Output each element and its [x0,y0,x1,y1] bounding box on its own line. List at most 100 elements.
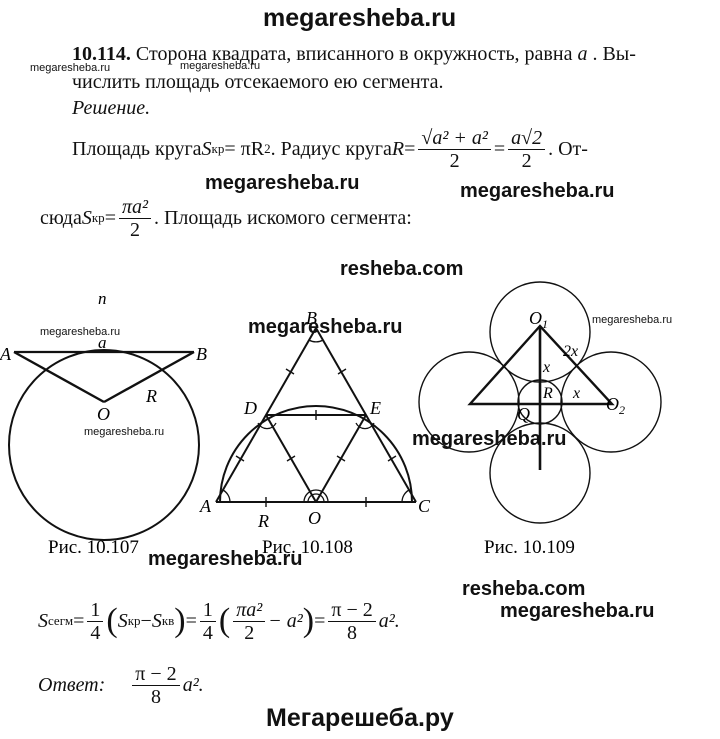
figure-10-108: B D E A R O C [199,308,431,531]
line3-eq2: = [493,138,506,160]
fig108-semicircle [219,405,413,503]
formula-S2: S [151,610,162,632]
fig109-circle-right [560,351,662,453]
line4-sub: кр [91,210,105,225]
line3-sup: 2 [264,141,271,156]
answer-fraction: π − 2 8 [132,663,180,708]
answer-label: Ответ: [38,674,106,696]
formula-eq1: = [73,610,85,632]
line3-end: . От- [548,138,588,160]
formula-fraction-1: 1 4 [87,599,104,644]
fig107-caption: Рис. 10.107 [48,537,139,558]
fraction-area-den: 2 [129,218,140,241]
fig107-label-a-point: A [0,344,12,364]
fig107-label-a: a [98,333,107,352]
watermark-small-2: megaresheba.ru [180,60,261,72]
formula-sub1: кр [127,613,141,628]
fig107-radius-ao [13,350,105,404]
line3-eq1: = πR [224,138,265,160]
figure-10-109: O1 2x x R x O2 Q [418,281,662,524]
fig107-label-n: n [98,289,107,308]
problem-line-2: числить площадь отсекаемого ею сегмента. [72,71,444,93]
watermark-fig-2: megaresheba.ru [412,428,567,450]
fraction-radius-1: √a² + a² 2 [418,127,491,172]
formula-sub2: кв [161,613,175,628]
formula-minus-a2: − a² [268,610,303,632]
answer-fraction-num: π − 2 [132,663,180,686]
watermark-fig-small-3: megaresheba.ru [84,426,165,438]
line4-eq: = [104,207,116,229]
formula-open-paren: ( [106,602,118,639]
formula-fraction-4-den: 8 [347,621,358,644]
fig108-label-c: C [418,496,431,516]
formula-fraction-3: πa² 2 [233,599,266,644]
fig108-ticks [235,368,397,507]
formula-fraction-2: 1 4 [199,599,216,644]
watermark-resheba-2: resheba.com [462,578,586,600]
formula-fraction-4: π − 2 8 [328,599,376,644]
formula-fraction-4-num: π − 2 [328,599,376,622]
formula-fraction-1-num: 1 [87,599,104,622]
formula-fraction-2-den: 4 [202,621,213,644]
line3-R: R [391,138,405,160]
watermark-top: megaresheba.ru [263,4,457,32]
formula-fraction-1-den: 4 [90,621,101,644]
watermark-mid-1: megaresheba.ru [205,172,360,194]
formula-sub: сегм [48,613,74,628]
formula-minus: − [140,610,152,632]
fig108-label-e: E [369,398,381,418]
formula-close-paren-2: ) [302,602,315,639]
fig109-label-2x: 2x [563,343,578,360]
formula-fraction-3-num: πa² [233,599,266,622]
problem-text-1: Сторона квадрата, вписанного в окружност… [130,43,578,65]
formula-eq2: = [185,610,197,632]
solution-label: Решение. [72,97,151,119]
watermark-footer: Мегарешеба.ру [266,704,454,732]
watermark-resheba-1: resheba.com [340,258,464,280]
fraction-radius-2: a√2 2 [508,127,546,172]
line3-text-2: . Радиус круга [270,138,392,160]
answer: Ответ: π − 2 8 a². [38,660,204,710]
watermark-small-1: megaresheba.ru [30,62,111,74]
formula-close-paren: ) [174,602,186,639]
answer-fraction-den: 8 [150,685,161,708]
watermark-bottom-2: megaresheba.ru [500,600,655,622]
fraction-radius-2-num: a√2 [508,127,546,150]
fig107-radius-bo [103,350,195,404]
line3-S: S [201,138,212,160]
fig109-caption: Рис. 10.109 [484,537,575,558]
line4-S: S [81,207,92,229]
problem-number: 10.114. [72,43,131,65]
line3-eq: = [404,138,416,160]
problem-text-1-end: . Вы- [587,43,636,65]
answer-a2: a². [182,674,204,696]
line3-text-1: Площадь круга [72,138,202,160]
fig108-label-d: D [243,398,257,418]
line4-text-2: . Площадь искомого сегмента: [153,207,412,229]
formula-open-paren-2: ( [218,602,231,639]
formula-a2: a². [378,610,400,632]
fraction-area-num: πa² [118,196,151,219]
formula-fraction-2-num: 1 [199,599,216,622]
watermark-fig-small-1: megaresheba.ru [40,326,121,338]
line3-sub: кр [211,141,225,156]
problem-var-a: a [577,43,588,65]
watermark-fig-small-2: megaresheba.ru [592,314,673,326]
fig108-caption: Рис. 10.108 [262,537,353,558]
fig108-label-o: O [308,508,321,528]
fig108-angle-arcs [222,339,410,503]
formula-S: S [38,610,48,632]
fig109-label-x1: x [542,359,550,376]
fig109-label-o1: O1 [529,308,548,331]
fig107-circle [8,349,200,541]
fig108-label-r: R [257,511,269,531]
figures: n A B a O R [0,281,662,558]
fig109-circle-left [418,351,520,453]
formula-eq3: = [314,610,326,632]
fig108-label-b: B [306,308,317,328]
watermark-fig-1: megaresheba.ru [248,316,403,338]
fig107-label-b-point: B [196,344,207,364]
fraction-radius-1-num: √a² + a² [418,127,491,150]
